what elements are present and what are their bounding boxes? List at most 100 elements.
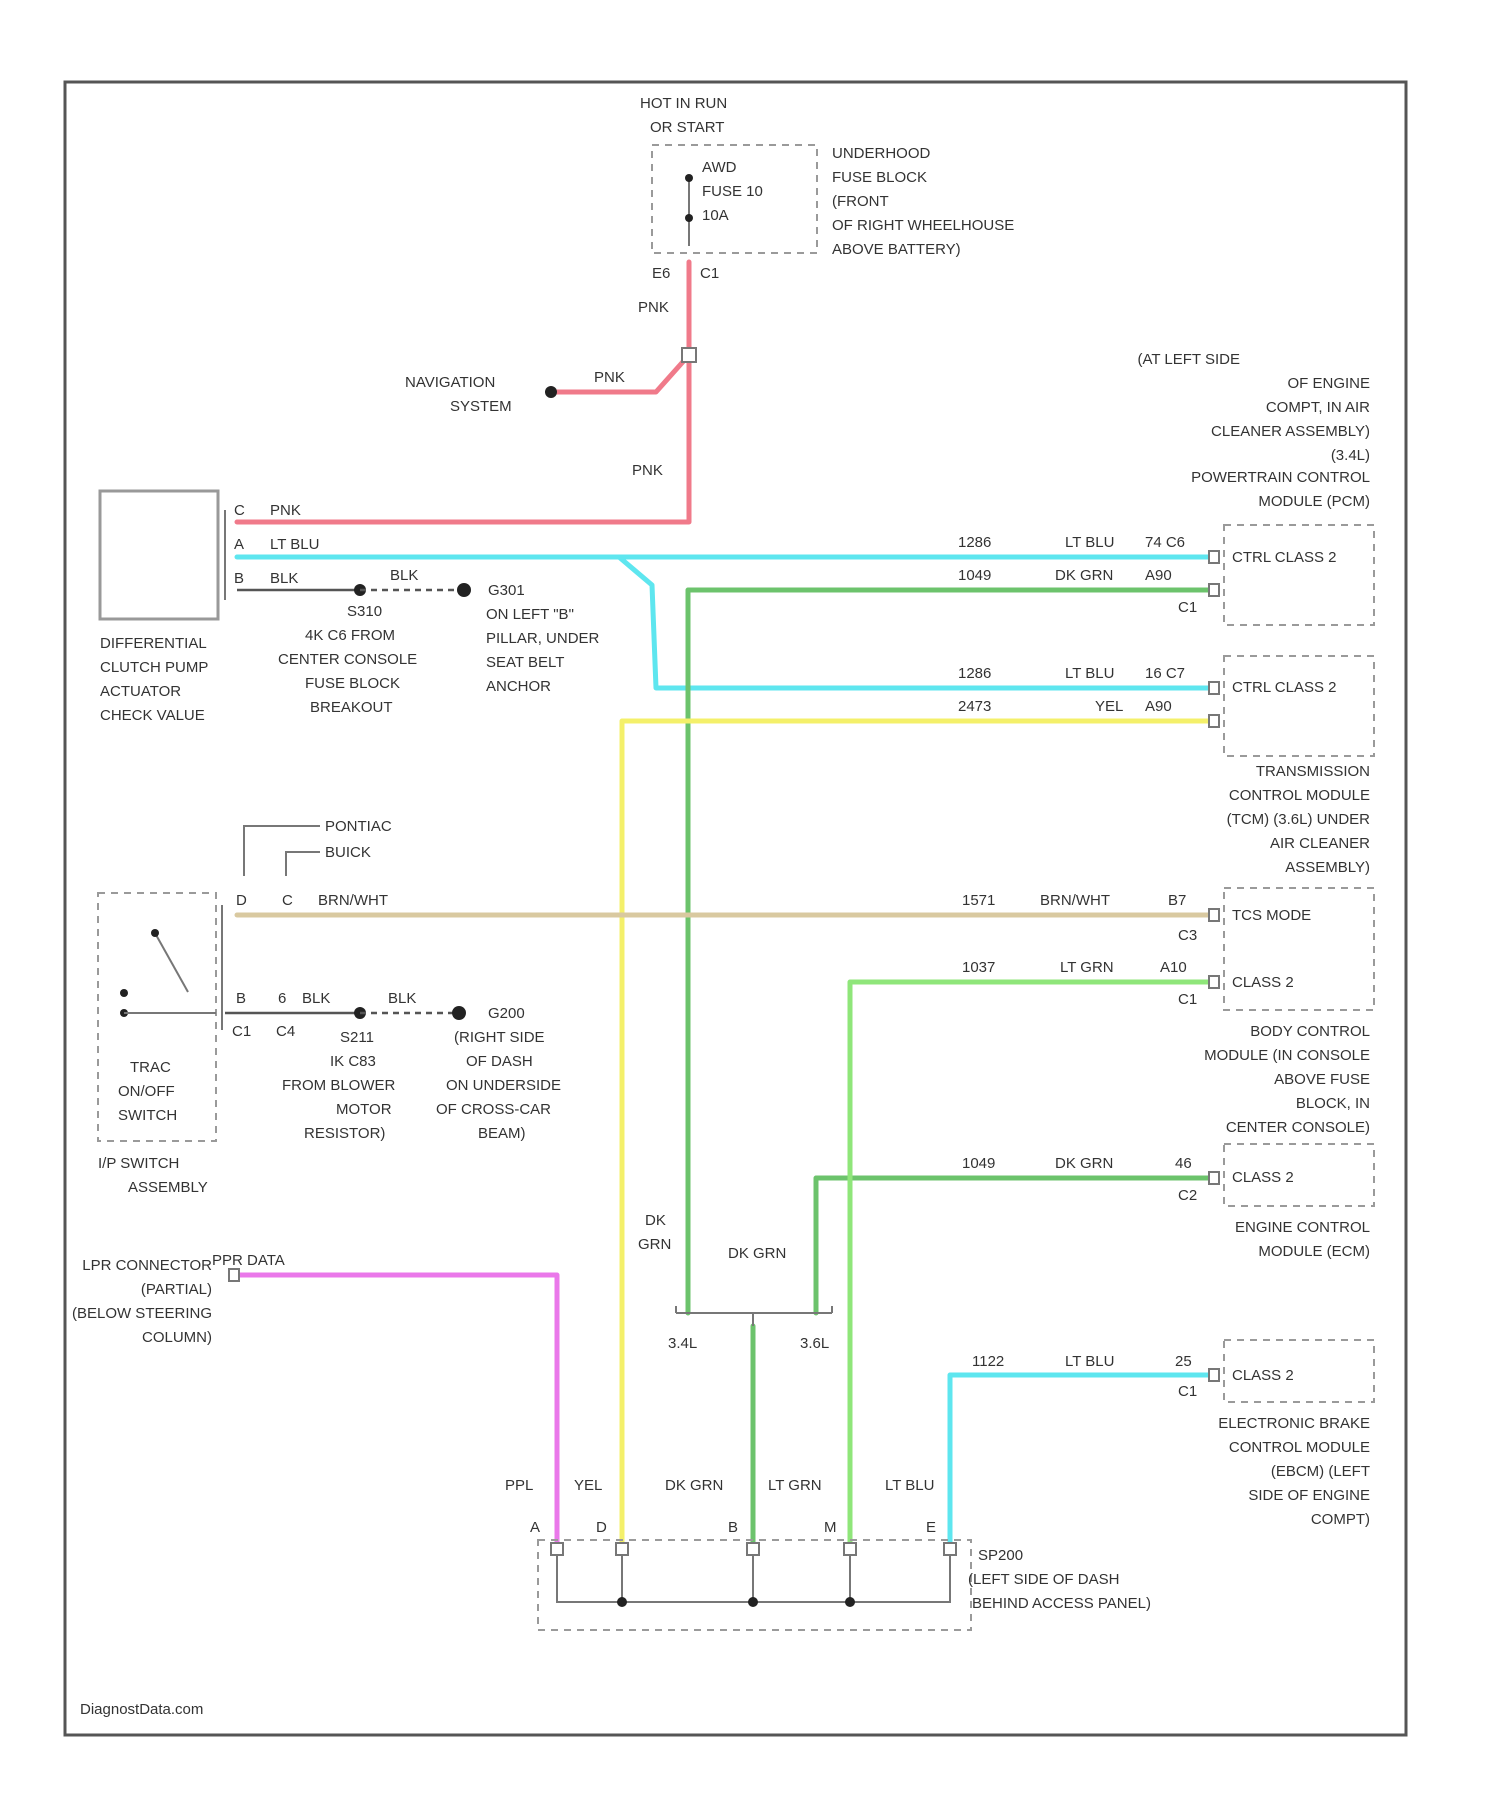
tcm-row1-circuit: 1286 [958, 665, 991, 682]
dlc-line-4: COLUMN) [142, 1329, 212, 1346]
ground-g1-line-4: SEAT BELT [486, 654, 564, 671]
actuator-wire-pnk: PNK [270, 502, 301, 519]
tcm-name-1: TRANSMISSION [1256, 763, 1370, 780]
pcm-loc-1: (AT LEFT SIDE [1137, 351, 1240, 368]
actuator-wire-ltblu: LT BLU [270, 536, 319, 553]
ltblu-wire-tcm [619, 557, 1212, 688]
ebcm-name-4: SIDE OF ENGINE [1248, 1487, 1370, 1504]
ground-g1-line-1: G301 [488, 582, 525, 599]
actuator-box [100, 491, 218, 619]
yel-wire-tcm [622, 721, 1212, 1548]
ebcm-circuit: 1122 [972, 1353, 1004, 1370]
pcm-loc-2: OF ENGINE [1287, 375, 1370, 392]
star-node-1 [617, 1597, 627, 1607]
star-pin-d: D [596, 1519, 607, 1536]
tcm-name-2: CONTROL MODULE [1229, 787, 1370, 804]
option-wire-left-1: DK [645, 1212, 666, 1229]
ebcm-color: LT BLU [1065, 1353, 1114, 1370]
option-bracket [676, 1306, 832, 1326]
ground-g2-line-6: BEAM) [478, 1125, 526, 1142]
ebcm-conn: C1 [1178, 1383, 1197, 1400]
tcm-box [1224, 656, 1374, 756]
ecm-name-1: ENGINE CONTROL [1235, 1219, 1370, 1236]
pcm-connector: C1 [1178, 599, 1197, 616]
ground-g2-line-1: G200 [488, 1005, 525, 1022]
switch-pin-d: D [236, 892, 247, 909]
electronic-brake-control-module: CLASS 2 1122 LT BLU 25 C1 ELECTRONIC BRA… [972, 1340, 1374, 1528]
pcm-box [1224, 525, 1374, 625]
splice-s1-line-5: BREAKOUT [310, 699, 393, 716]
tcm-row2-pin: A90 [1145, 698, 1172, 715]
splice-s2-line-2: IK C83 [330, 1053, 376, 1070]
hot-label-1: HOT IN RUN [640, 95, 727, 112]
pcm-row2-circuit: 1049 [958, 567, 991, 584]
bcm-tcs-pin: B7 [1168, 892, 1186, 909]
star-node-3 [845, 1597, 855, 1607]
fuse-line-3: 10A [702, 207, 729, 224]
splice-s1-line-2: 4K C6 FROM [305, 627, 395, 644]
ltgrn-wire-bcm [850, 982, 1212, 1548]
star-pin-e: E [926, 1519, 936, 1536]
data-link-connector: PPR DATA LPR CONNECTOR (PARTIAL) (BELOW … [72, 1252, 285, 1346]
tcm-row1-color: LT BLU [1065, 665, 1114, 682]
bcm-name-5: CENTER CONSOLE) [1226, 1119, 1370, 1136]
star-pin-b: B [728, 1519, 738, 1536]
star-wire-ltblu: LT BLU [885, 1477, 934, 1494]
tcm-row1-pin: 16 C7 [1145, 665, 1185, 682]
watermark: DiagnostData.com [80, 1701, 203, 1718]
assembly-line-1: I/P SWITCH [98, 1155, 179, 1172]
dlc-line-1: LPR CONNECTOR [82, 1257, 212, 1274]
fuse-block-line-2: FUSE BLOCK [832, 169, 927, 186]
option-pontiac: PONTIAC [325, 818, 392, 835]
ppl-wire-dlc [237, 1275, 557, 1548]
ecm-inner: CLASS 2 [1232, 1169, 1294, 1186]
engine-control-module: CLASS 2 1049 DK GRN 46 C2 ENGINE CONTROL… [962, 1144, 1374, 1260]
ground-g200-terminal [452, 1006, 466, 1020]
star-pin-a: A [530, 1519, 540, 1536]
ecm-circuit: 1049 [962, 1155, 995, 1172]
actuator-pin-c: C [234, 502, 245, 519]
actuator-pin-a: A [234, 536, 244, 553]
diagram-frame [65, 82, 1406, 1735]
ground-g2-line-5: OF CROSS-CAR [436, 1101, 551, 1118]
ecm-color: DK GRN [1055, 1155, 1113, 1172]
fuse-block-line-3: (FRONT [832, 193, 889, 210]
tcm-name-3: (TCM) (3.6L) UNDER [1227, 811, 1371, 828]
ground-g1-line-2: ON LEFT "B" [486, 606, 574, 623]
bcm-tcs-circuit: 1571 [962, 892, 995, 909]
star-terminal-b [747, 1543, 759, 1555]
ebcm-name-5: COMPT) [1311, 1511, 1370, 1528]
splice-s1-wire: BLK [390, 567, 418, 584]
option-wire-left-2: GRN [638, 1236, 671, 1253]
star-line-2: (LEFT SIDE OF DASH [968, 1571, 1119, 1588]
actuator-line-1: DIFFERENTIAL [100, 635, 207, 652]
switch-line-2: ON/OFF [118, 1083, 175, 1100]
ebcm-terminal [1209, 1369, 1219, 1381]
gnd2-conn-c1: C1 [232, 1023, 251, 1040]
bcm-class2-conn: C1 [1178, 991, 1197, 1008]
bcm-class2-label: CLASS 2 [1232, 974, 1294, 991]
tcm-terminal-1 [1209, 682, 1219, 694]
star-wire-dkgrn: DK GRN [665, 1477, 723, 1494]
star-connector-sp200: PPL YEL DK GRN LT GRN LT BLU A D B M E S… [505, 1477, 1151, 1630]
ground-g301-terminal [457, 583, 471, 597]
tcm-name-5: ASSEMBLY) [1285, 859, 1370, 876]
pcm-inner: CTRL CLASS 2 [1232, 549, 1336, 566]
tcm-row2-color: YEL [1095, 698, 1123, 715]
pcm-row2-pin: A90 [1145, 567, 1172, 584]
switch-wire-label: BRN/WHT [318, 892, 388, 909]
actuator-line-4: CHECK VALUE [100, 707, 205, 724]
gnd2-pin-6: 6 [278, 990, 286, 1007]
fuse-terminal-top [685, 174, 693, 182]
ltblu-wire-ebcm [950, 1375, 1212, 1548]
tcm-row2-circuit: 2473 [958, 698, 991, 715]
ebcm-name-2: CONTROL MODULE [1229, 1439, 1370, 1456]
switch-pin-c: C [282, 892, 293, 909]
splice-s2-line-3: FROM BLOWER [282, 1077, 396, 1094]
navigation-line-2: SYSTEM [450, 398, 512, 415]
ecm-terminal [1209, 1172, 1219, 1184]
fuse-terminal-bottom [685, 214, 693, 222]
ebcm-name-3: (EBCM) (LEFT [1271, 1463, 1370, 1480]
ground-g2-line-3: OF DASH [466, 1053, 533, 1070]
